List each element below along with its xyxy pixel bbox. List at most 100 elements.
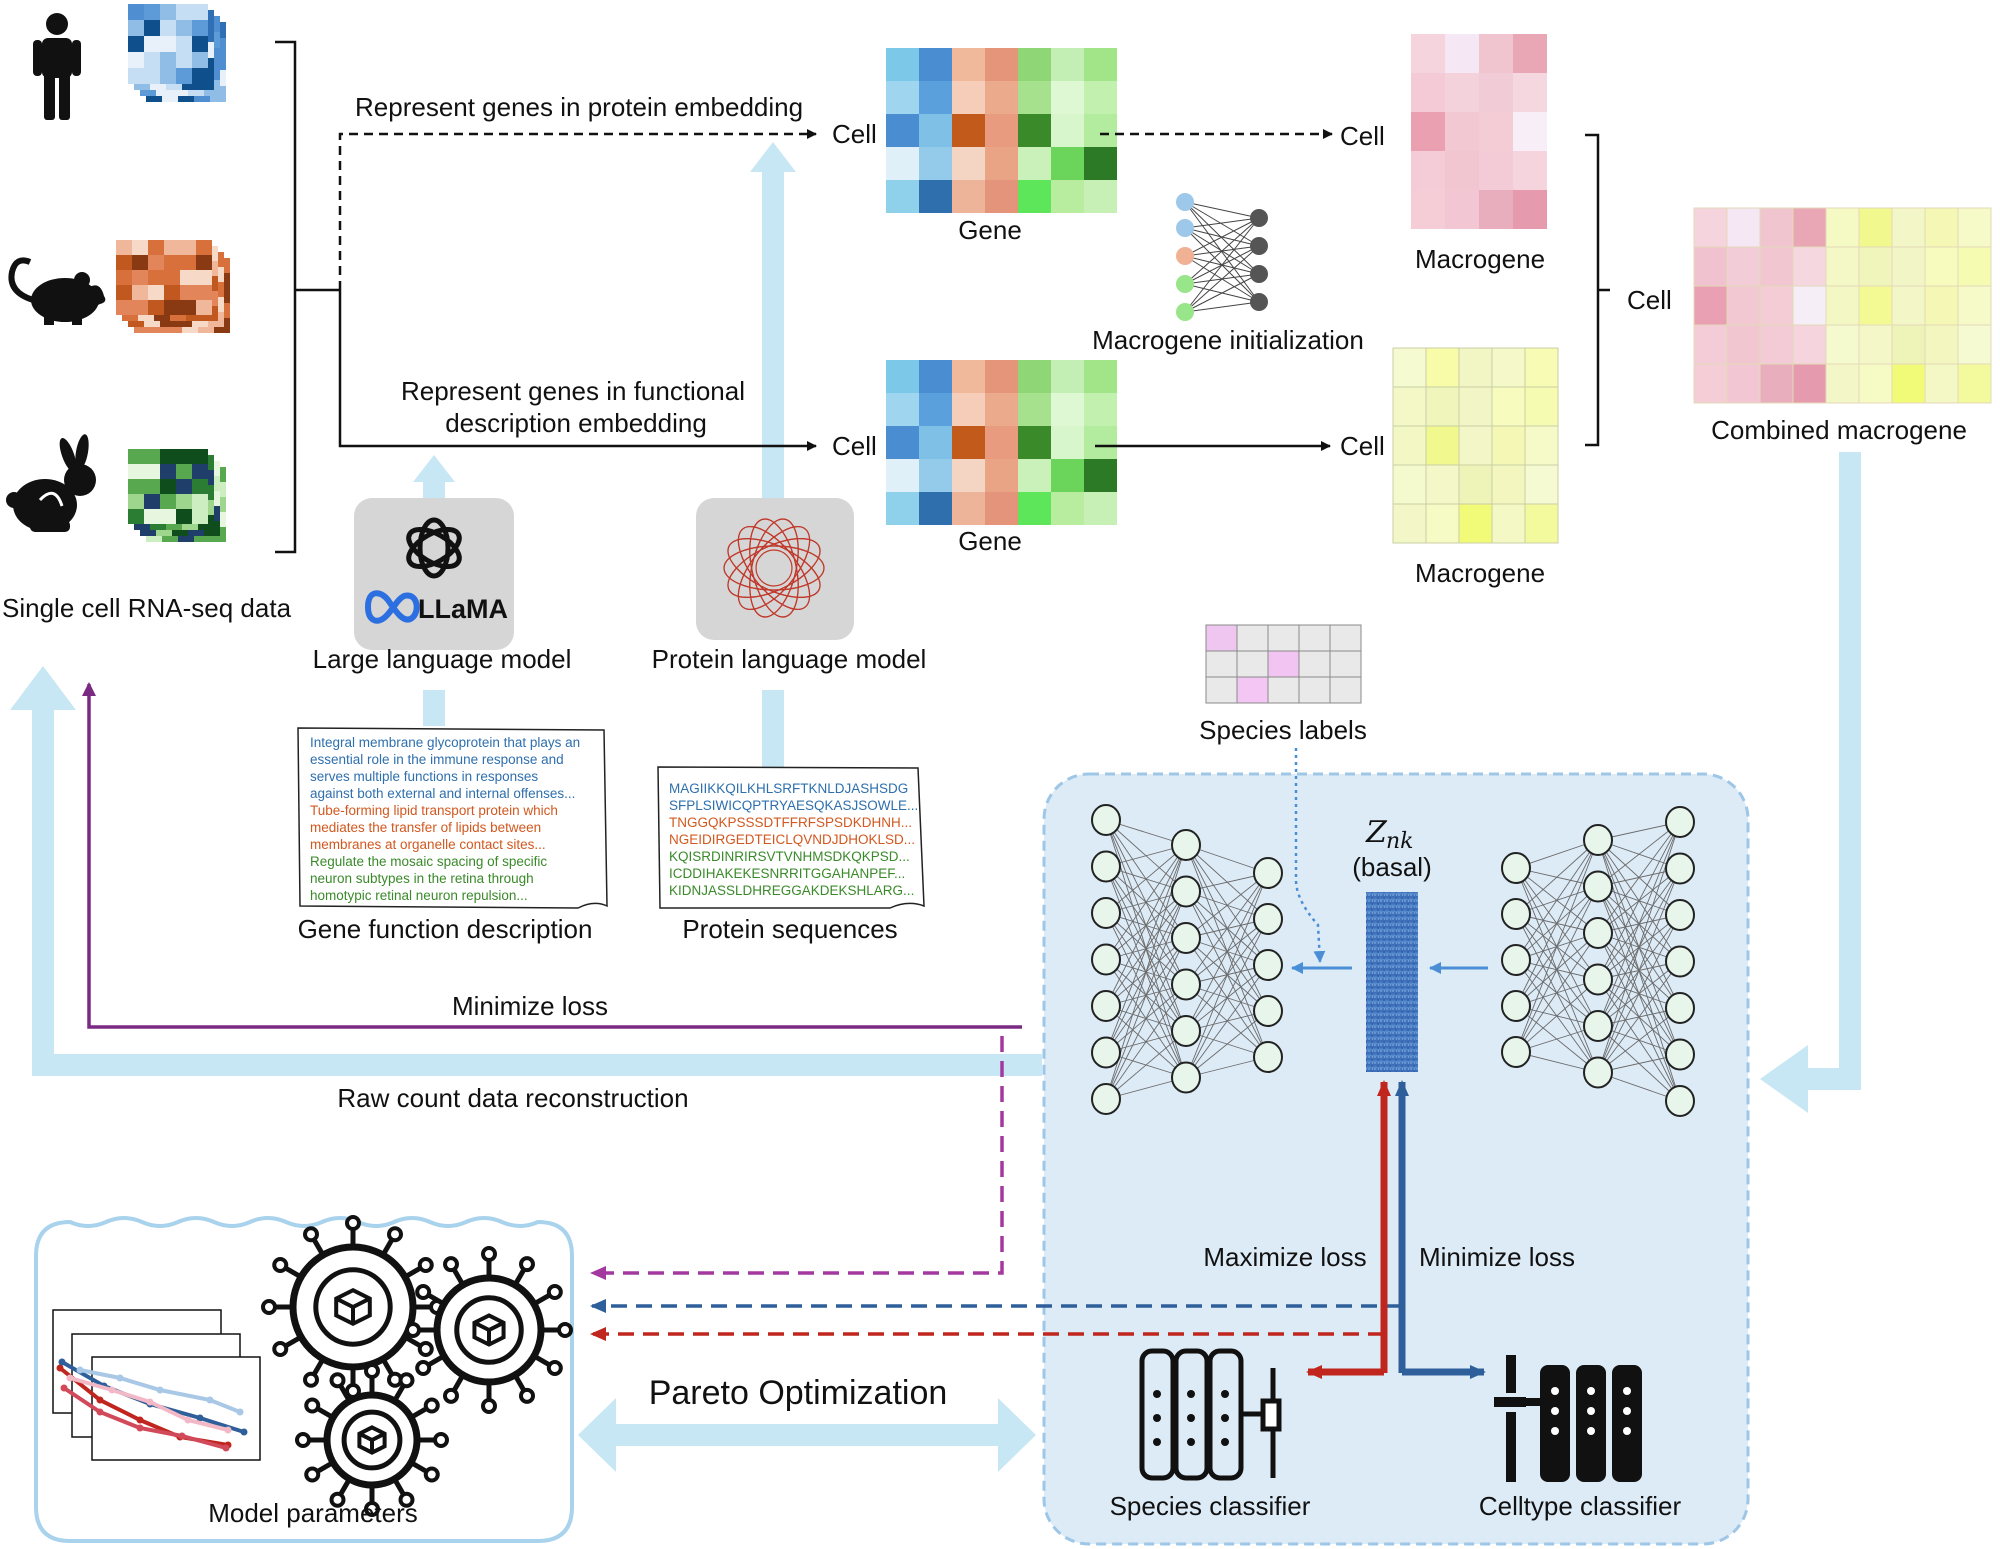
matrix-cell xyxy=(1458,425,1493,466)
network-node xyxy=(1171,875,1201,908)
function-gene-label: Gene xyxy=(958,526,1022,556)
matrix-cell xyxy=(1018,426,1051,459)
matrix-cell xyxy=(1236,624,1269,652)
matrix-cell xyxy=(1205,650,1238,678)
matrix-cell xyxy=(1513,73,1547,112)
matrix-cell xyxy=(952,147,985,180)
matrix-cell xyxy=(132,270,148,285)
matrix-cell xyxy=(164,285,180,300)
matrix-cell xyxy=(160,464,176,479)
model-params-label: Model parameters xyxy=(208,1498,418,1528)
init-node xyxy=(1176,275,1194,293)
network-node xyxy=(1583,824,1613,856)
matrix-cell xyxy=(952,393,985,426)
species-classifier-label: Species classifier xyxy=(1110,1491,1311,1521)
pareto-point xyxy=(196,1414,204,1422)
matrix-cell xyxy=(1524,347,1559,388)
matrix-cell xyxy=(128,494,144,509)
matrix-cell xyxy=(1018,48,1051,81)
matrix-cell xyxy=(985,147,1018,180)
matrix-cell xyxy=(196,300,212,315)
matrix-cell xyxy=(1018,147,1051,180)
description-line: homotypic retinal neuron repulsion... xyxy=(310,888,528,903)
matrix-cell xyxy=(132,285,148,300)
matrix-cell xyxy=(1051,48,1084,81)
matrix-cell xyxy=(1858,207,1893,248)
matrix-cell xyxy=(1084,393,1117,426)
network-node xyxy=(1091,897,1121,929)
protein-ribbon xyxy=(723,545,825,591)
matrix-cell xyxy=(919,48,952,81)
autoencoder-panel xyxy=(1042,772,1750,1546)
matrix-cell xyxy=(1759,207,1794,248)
init-node xyxy=(1250,293,1268,311)
matrix-cell xyxy=(1392,347,1427,388)
matrix-cell xyxy=(1726,363,1761,404)
matrix-cell xyxy=(180,255,196,270)
matrix-cell xyxy=(1018,459,1051,492)
matrix-cell xyxy=(1693,207,1728,248)
matrix-cell xyxy=(985,459,1018,492)
matrix-cell xyxy=(176,509,192,524)
matrix-cell xyxy=(1858,246,1893,287)
network-node xyxy=(1091,1036,1121,1069)
pareto-point xyxy=(224,1426,232,1434)
matrix-cell xyxy=(1957,363,1992,404)
matrix-cell xyxy=(1018,180,1051,213)
matrix-cell xyxy=(192,52,208,68)
decoder-network xyxy=(1091,804,1283,1115)
matrix-cell xyxy=(1693,324,1728,365)
network-node xyxy=(1665,1038,1695,1071)
matrix-cell xyxy=(132,240,148,255)
description-line: Integral membrane glycoprotein that play… xyxy=(310,735,580,750)
network-node xyxy=(1253,857,1283,889)
matrix-cell xyxy=(1298,650,1331,678)
matrix-cell xyxy=(144,68,160,84)
rabbit-expression-matrix xyxy=(128,449,226,542)
celltype-classifier-icon xyxy=(1494,1355,1642,1482)
matrix-cell xyxy=(1491,425,1526,466)
minimize-loss-right-label: Minimize loss xyxy=(1419,1242,1575,1272)
protein-branch-caption: Represent genes in protein embedding xyxy=(355,92,803,122)
plm-up-arrow xyxy=(750,142,796,772)
network-node xyxy=(1501,1036,1531,1068)
reconstruction-label: Raw count data reconstruction xyxy=(337,1083,688,1113)
matrix-cell xyxy=(1411,151,1445,190)
matrix-cell xyxy=(164,300,180,315)
matrix-cell xyxy=(1411,112,1445,151)
matrix-cell xyxy=(1759,285,1794,326)
protein-gene-label: Gene xyxy=(958,215,1022,245)
matrix-cell xyxy=(144,20,160,36)
gene-description-text: Integral membrane glycoprotein that play… xyxy=(310,735,580,903)
species-classifier-dots xyxy=(1153,1390,1229,1446)
matrix-cell xyxy=(919,180,952,213)
description-line: neuron subtypes in the retina through xyxy=(310,871,534,886)
meta-icon xyxy=(364,590,420,624)
matrix-cell xyxy=(1726,324,1761,365)
matrix-cell xyxy=(148,240,164,255)
network-node xyxy=(1171,1061,1201,1094)
matrix-cell xyxy=(1479,112,1513,151)
macrogene-init-network xyxy=(1176,193,1268,321)
matrix-cell xyxy=(1524,464,1559,505)
matrix-cell xyxy=(1084,180,1117,213)
matrix-cell xyxy=(148,270,164,285)
matrix-cell xyxy=(1924,246,1959,287)
combined-macrogene-matrix xyxy=(1693,207,1992,404)
matrix-cell xyxy=(919,360,952,393)
protein-cell-label: Cell xyxy=(832,119,877,149)
network-node xyxy=(1171,968,1201,1001)
pareto-point xyxy=(184,1416,192,1424)
matrix-cell xyxy=(180,285,196,300)
protein-core xyxy=(755,549,793,587)
matrix-cell xyxy=(128,464,144,479)
description-line: serves multiple functions in responses xyxy=(310,769,538,784)
macrogene-init-label: Macrogene initialization xyxy=(1092,325,1364,355)
matrix-cell xyxy=(952,492,985,525)
matrix-cell xyxy=(1392,503,1427,544)
pareto-point xyxy=(58,1358,66,1366)
function-out-cell-label: Cell xyxy=(1340,431,1385,461)
pareto-point xyxy=(108,1386,116,1394)
function-gene-embedding-matrix xyxy=(886,360,1117,525)
